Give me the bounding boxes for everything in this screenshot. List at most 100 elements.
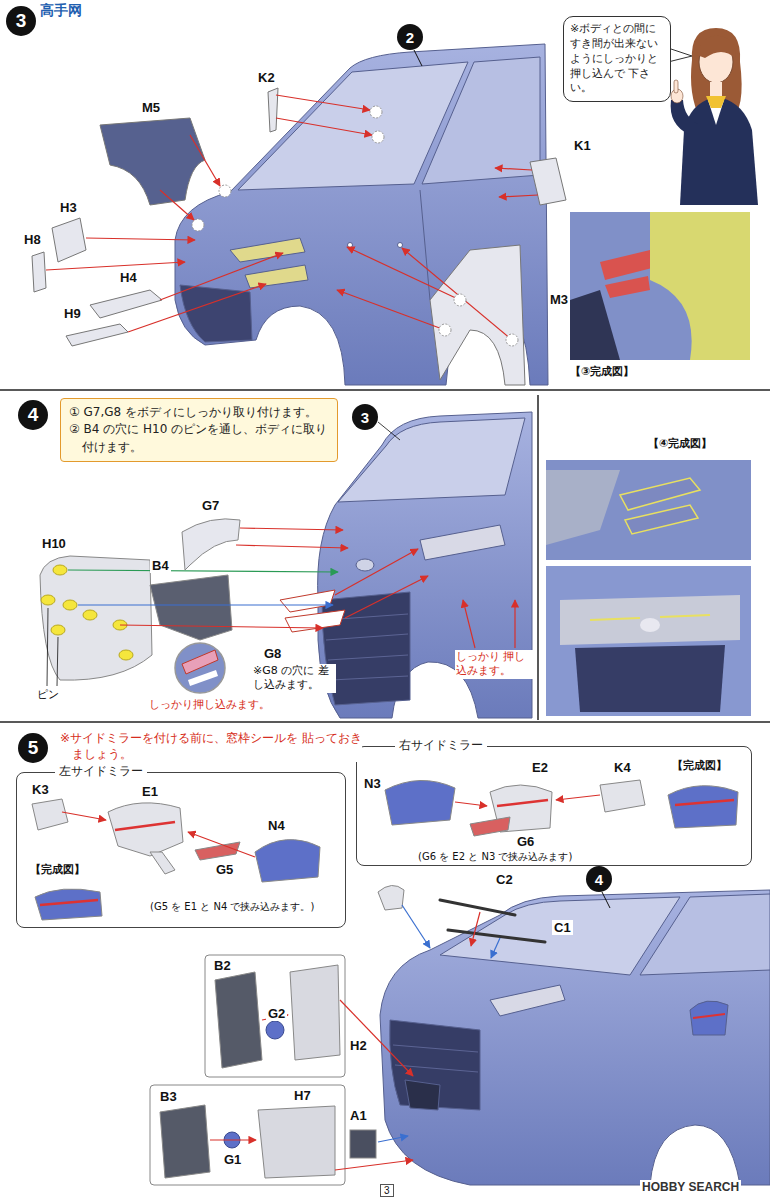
finished-photo: [605, 276, 650, 298]
finished-photo: [625, 505, 698, 534]
leader-line: [47, 608, 48, 686]
part-label: B2: [212, 958, 233, 973]
step-number: 4: [18, 400, 48, 430]
part-shape: [255, 840, 320, 882]
part-label: H7: [292, 1088, 313, 1103]
car-body: [405, 1080, 440, 1110]
node-text: 2: [406, 29, 414, 46]
part-label: H8: [22, 232, 43, 247]
node-text: 3: [16, 10, 27, 32]
part-label: N3: [362, 776, 383, 791]
car-body: [175, 44, 548, 385]
reference-number: 2: [397, 24, 423, 50]
arrow-line: [340, 1000, 413, 1076]
finished-photo: [650, 212, 750, 360]
car-body: [356, 559, 374, 571]
inset-frame: [205, 955, 345, 1077]
part-shape: [32, 88, 566, 385]
part-label: H9: [62, 306, 83, 321]
part-label: B4: [150, 558, 171, 573]
arrow-line: [337, 290, 445, 330]
attach-point: [219, 185, 231, 197]
step-number: 3: [6, 6, 36, 36]
finished-caption: 【完成図】: [30, 862, 85, 877]
wiper: [440, 900, 545, 942]
node-text: 左サイドミラー: [55, 764, 147, 778]
node-text: 5: [28, 737, 39, 759]
part-shape: [40, 556, 152, 680]
car-body: [490, 985, 565, 1016]
part-label: G2: [266, 1006, 287, 1021]
magnifier: [182, 650, 218, 674]
part-shape: [66, 324, 128, 346]
finished-photo: [640, 618, 660, 632]
car-body: [640, 894, 770, 975]
leader-line: [414, 50, 422, 66]
part-label: G1: [222, 1152, 243, 1167]
car-body: [245, 265, 308, 288]
arrow-line: [236, 545, 348, 548]
pin: [119, 650, 133, 660]
arrow-line: [471, 912, 480, 946]
finished-caption: 【完成図】: [672, 758, 727, 773]
car-body: [398, 243, 403, 248]
instruction-box: ① G7,G8 をボディにしっかり取り付けます。② B4 の穴に H10 のピン…: [60, 398, 338, 462]
finished-photo: [570, 290, 620, 360]
part-shape: [32, 252, 46, 292]
note-text: ピン: [36, 688, 60, 702]
part-label: G8: [262, 646, 283, 661]
part-shape: [530, 158, 566, 205]
arrow-line: [160, 190, 194, 220]
magnifier: [188, 670, 218, 686]
pin: [41, 595, 55, 605]
part-label: G7: [200, 498, 221, 513]
guide-woman: [671, 100, 700, 135]
part-shape: [430, 245, 525, 385]
pin: [53, 565, 67, 575]
warning-note: ※サイドミラーを付ける前に、窓枠シールを 貼っておきましょう。: [60, 731, 362, 762]
arrow-line: [240, 528, 343, 530]
part-label: N4: [266, 818, 287, 833]
part-shape: [350, 1130, 376, 1158]
pin: [41, 565, 133, 660]
arrow-line: [455, 802, 487, 806]
wiper: [448, 930, 545, 942]
part-shape: [32, 780, 738, 1178]
arrow-line: [128, 284, 266, 332]
leader-line: [57, 637, 58, 686]
arrow-line: [378, 1136, 408, 1142]
finished-caption: 【③完成図】: [570, 364, 634, 379]
bubble-tail: [668, 48, 692, 62]
wiper: [440, 900, 515, 915]
grille-line: [393, 1045, 478, 1052]
pin: [63, 600, 77, 610]
panel-divider: [0, 390, 770, 722]
part-shape: [195, 842, 240, 860]
part-shape: [280, 590, 335, 612]
finished-photo: [590, 618, 640, 620]
magnifier: [175, 643, 225, 693]
node-text: 右サイドミラー: [395, 738, 487, 752]
part-label: A1: [348, 1108, 369, 1123]
part-shape: [285, 610, 345, 632]
warning-note: しっかり押し込みます。: [148, 698, 271, 712]
car-body: [180, 285, 252, 342]
arrow-line: [276, 95, 370, 110]
part-shape: [35, 889, 102, 920]
pin: [51, 625, 65, 635]
guide-woman: [674, 80, 678, 93]
node-text: ① G7,G8 をボディにしっかり取り付けます。: [69, 404, 329, 421]
guide-woman: [697, 36, 735, 58]
car-body: [348, 243, 353, 248]
finished-photo: [570, 212, 750, 360]
arrow-line: [463, 600, 475, 648]
finished-photo: [575, 645, 725, 712]
arrow-line: [556, 795, 600, 800]
part-label: E2: [530, 760, 550, 775]
arrow-line: [68, 528, 515, 648]
node-text: ② B4 の穴に H10 のピンを通し、ボディに取り付けます。: [69, 421, 329, 456]
inset-frame: [150, 955, 345, 1185]
arrow-line: [46, 262, 185, 270]
arrow-line: [499, 195, 538, 197]
